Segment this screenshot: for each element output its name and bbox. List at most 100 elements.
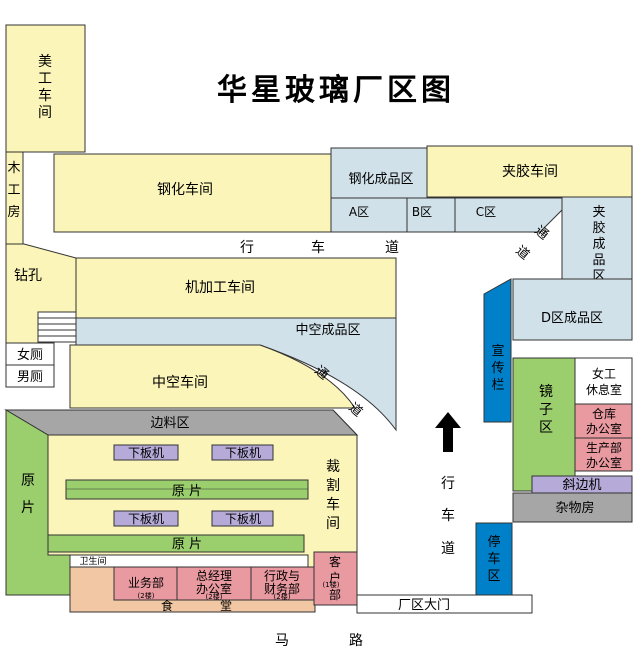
mugong-room: 木 工 房 (5, 151, 24, 245)
svg-text:子: 子 (539, 402, 553, 418)
zone-c-label: C区 (476, 205, 496, 219)
xiabanji-2 (211, 444, 274, 461)
svg-text:宣: 宣 (491, 343, 504, 359)
svg-text:(2楼): (2楼) (274, 592, 291, 601)
svg-text:办公室: 办公室 (586, 455, 622, 470)
zk-product-label: 中空成品区 (295, 323, 360, 338)
svg-text:裁: 裁 (326, 459, 340, 475)
svg-text:胶: 胶 (592, 220, 605, 236)
jiajiao-workshop (426, 145, 633, 198)
ganghua-product-area: 钢化成品区 A区 B区 C区 (330, 147, 563, 233)
svg-text:传: 传 (491, 361, 504, 376)
yuanpian-mid (65, 479, 309, 500)
jiajiao-product-area: 夹 胶 成 品 区 (561, 196, 633, 284)
svg-text:区: 区 (539, 420, 553, 436)
svg-text:业务部: 业务部 (128, 575, 164, 590)
yewu-office (113, 566, 178, 601)
svg-text:生产部: 生产部 (586, 440, 622, 455)
svg-text:(1楼): (1楼) (323, 580, 340, 589)
svg-text:(2楼): (2楼) (138, 591, 155, 600)
svg-text:区: 区 (487, 569, 500, 584)
shitang-label-1: 食 (161, 598, 173, 613)
svg-text:原 片: 原 片 (172, 484, 202, 499)
d-product-area (512, 278, 633, 341)
svg-text:道: 道 (441, 541, 455, 557)
svg-text:道: 道 (385, 240, 399, 256)
svg-text:停: 停 (487, 534, 500, 550)
svg-text:原: 原 (21, 473, 35, 489)
svg-text:下板机: 下板机 (225, 512, 261, 526)
svg-text:片: 片 (21, 500, 35, 516)
zuankong-label: 钻孔 (14, 268, 42, 284)
svg-text:间: 间 (38, 105, 52, 121)
svg-text:原 片: 原 片 (172, 537, 202, 552)
jijiagong-label: 机加工车间 (185, 279, 255, 296)
svg-text:割: 割 (326, 477, 340, 494)
malu-label-1: 马 (275, 633, 289, 649)
svg-text:品: 品 (592, 253, 605, 268)
zhongkong-label: 中空车间 (152, 374, 208, 391)
gangua-workshop (53, 153, 332, 233)
svg-text:部: 部 (329, 587, 341, 602)
nvgong-rest-room (574, 357, 633, 405)
xiabanji-4 (211, 510, 274, 527)
svg-text:夹: 夹 (592, 205, 605, 220)
svg-text:下板机: 下板机 (128, 512, 164, 526)
bianliao-label: 边料区 (150, 416, 189, 431)
jijiagong-workshop (75, 257, 397, 319)
svg-text:车: 车 (38, 87, 52, 104)
kehu-office (313, 551, 358, 606)
svg-text:木: 木 (7, 161, 20, 176)
zhongkong-workshop (69, 344, 356, 409)
svg-text:客: 客 (329, 554, 341, 569)
zawu-room (512, 492, 633, 523)
xingche-road-top: 行 车 道 (240, 239, 399, 256)
jiajiao-label: 夹胶车间 (502, 163, 558, 180)
svg-text:镜: 镜 (539, 384, 553, 400)
svg-text:车: 车 (326, 496, 340, 513)
svg-text:行政与: 行政与 (264, 569, 300, 583)
map-title: 华星玻璃厂区图 (217, 73, 455, 108)
ganghua-label: 钢化车间 (157, 181, 213, 198)
zone-b-label: B区 (412, 205, 432, 219)
svg-text:工: 工 (7, 183, 20, 198)
zone-a-label: A区 (349, 205, 369, 219)
svg-text:(2楼): (2楼) (206, 592, 223, 601)
svg-text:仓库: 仓库 (592, 406, 616, 421)
svg-text:总经理: 总经理 (196, 569, 232, 583)
svg-text:财务部: 财务部 (264, 581, 300, 596)
svg-text:钢化成品区: 钢化成品区 (348, 172, 413, 187)
svg-text:车: 车 (311, 239, 325, 256)
svg-text:间: 间 (326, 516, 340, 532)
damen (356, 594, 533, 614)
svg-text:斜边机: 斜边机 (562, 478, 601, 493)
stairs-icon (37, 311, 77, 343)
svg-text:杂物房: 杂物房 (555, 500, 594, 516)
svg-text:女工: 女工 (592, 366, 616, 381)
shitang-label-2: 堂 (220, 599, 232, 613)
nance-room (5, 364, 55, 388)
zongjingli-office (176, 566, 252, 601)
svg-text:卫生间: 卫生间 (79, 555, 106, 567)
meigong-workshop: 美 工 车 间 (5, 24, 86, 153)
direction-arrow-icon (435, 412, 461, 452)
svg-text:成: 成 (592, 237, 605, 252)
xuanchuanlan: 宣 传 栏 (483, 278, 512, 423)
svg-text:栏: 栏 (491, 378, 504, 393)
caige-label: 裁 割 车 间 (326, 459, 340, 532)
svg-text:美: 美 (38, 54, 52, 70)
svg-text:办公室: 办公室 (586, 421, 622, 436)
xiabanji-1 (113, 444, 179, 461)
parking-area: 停 车 区 (475, 522, 513, 596)
tongdao-right-2: 道 (512, 243, 532, 263)
svg-text:车: 车 (441, 507, 455, 524)
svg-text:行: 行 (441, 476, 455, 492)
svg-text:办公室: 办公室 (196, 581, 232, 596)
malu-label-2: 路 (349, 633, 363, 649)
svg-text:房: 房 (7, 204, 20, 220)
yuanpian-bottom (47, 534, 305, 553)
svg-text:厂区大门: 厂区大门 (398, 598, 450, 613)
svg-text:男厕: 男厕 (17, 370, 43, 385)
svg-text:工: 工 (38, 71, 52, 87)
